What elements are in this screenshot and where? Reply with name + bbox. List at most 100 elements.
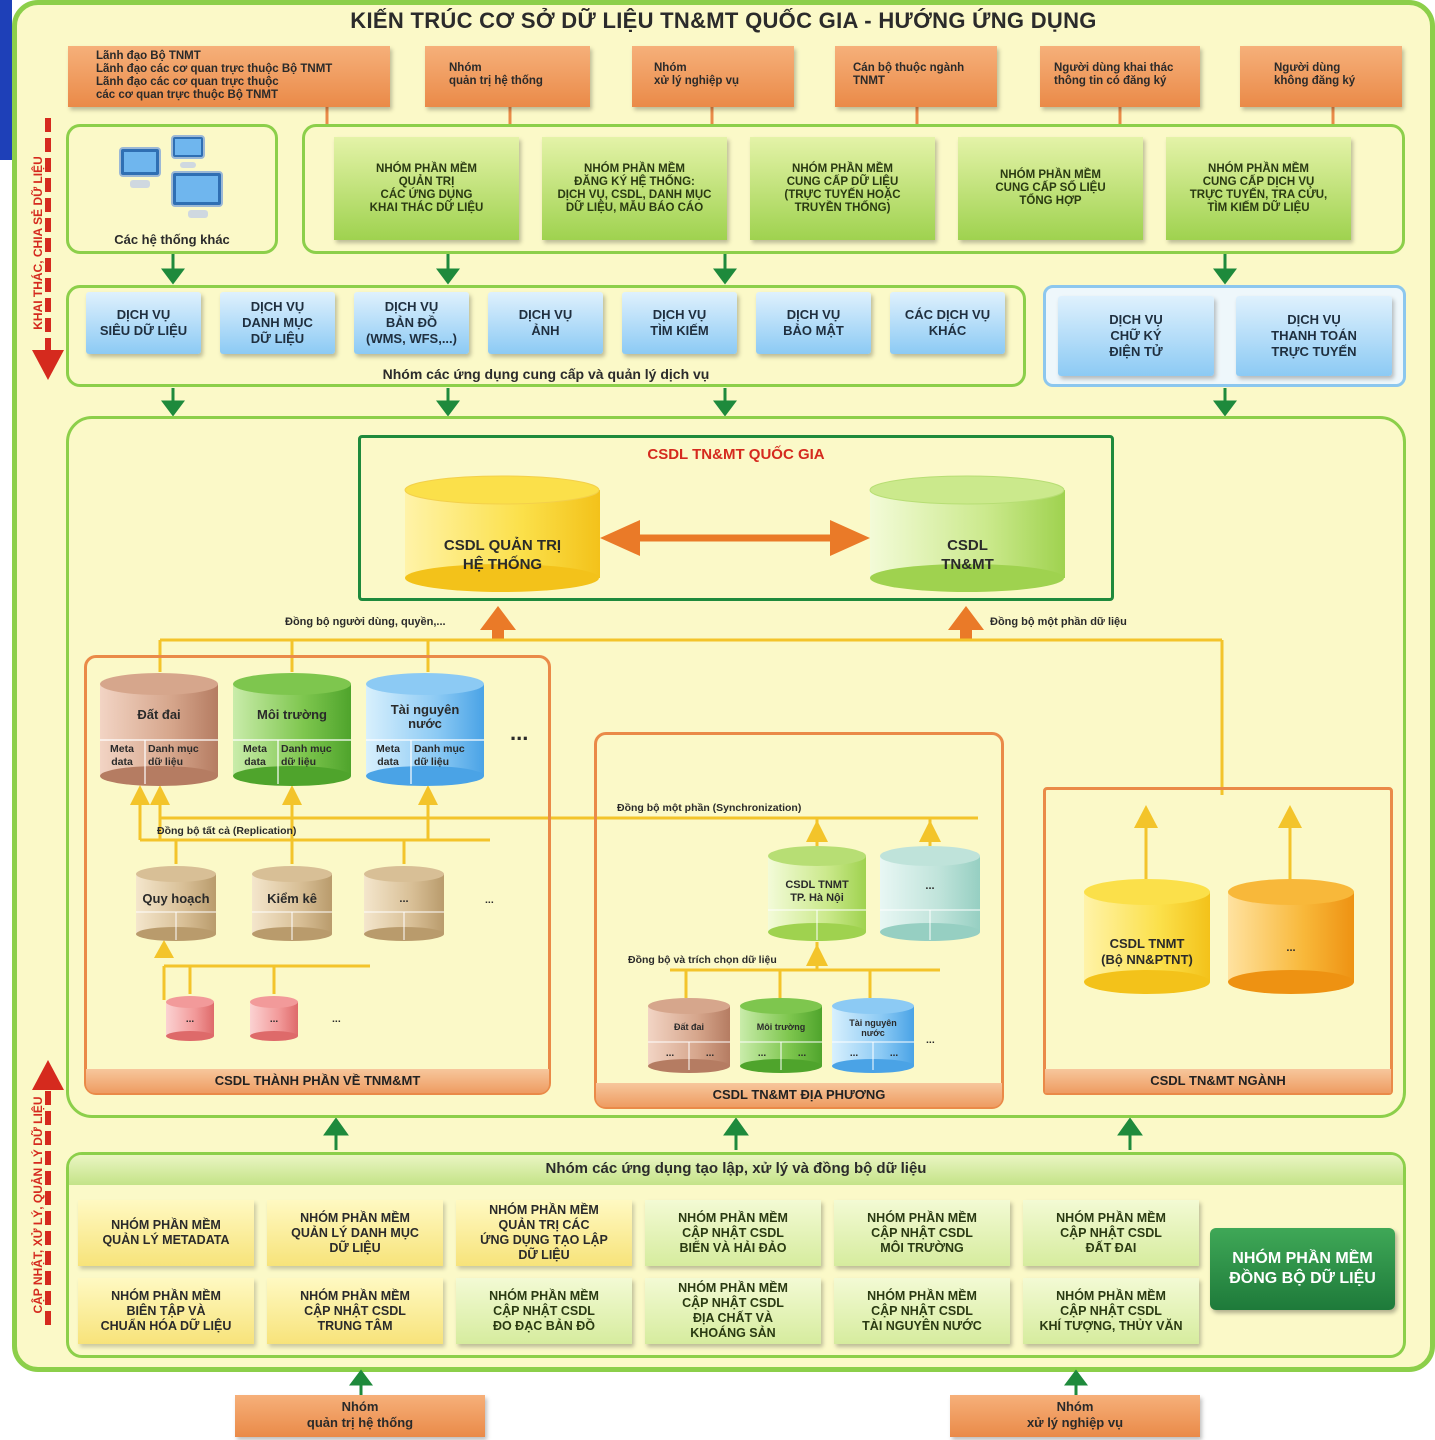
software-system-registration: NHÓM PHẦN MỀM ĐĂNG KÝ HỆ THỐNG: DỊCH VỤ,… [542, 137, 727, 240]
bottom-group-label: Nhóm các ứng dụng tạo lập, xử lý và đồng… [545, 1160, 927, 1177]
other-sub-db-cylinder [364, 866, 444, 941]
sw-water-resources: NHÓM PHẦN MỀM CẬP NHẬT CSDL TÀI NGUYÊN N… [834, 1278, 1010, 1344]
sync-partial-data-label: Đồng bộ một phần dữ liệu [990, 616, 1127, 628]
water-catalog-label: Danh mục dữ liệu [414, 743, 465, 768]
sector-other-db-label: ... [1286, 942, 1296, 954]
local-sync-partial-label: Đồng bộ một phần (Synchronization) [617, 802, 802, 814]
inventory-db-cylinder [252, 866, 332, 941]
tnmt-db-cylinder [869, 475, 1065, 592]
local-land-cell-1: ... [665, 1048, 675, 1059]
land-catalog-label: Danh mục dữ liệu [148, 743, 199, 768]
component-db-panel [84, 655, 551, 1095]
local-db-footer: CSDL TN&MT ĐỊA PHƯƠNG [596, 1083, 1002, 1107]
service-e-signature: DỊCH VỤ CHỮ KÝ ĐIỆN TỬ [1058, 296, 1214, 376]
service-map: DỊCH VỤ BẢN ĐỒ (WMS, WFS,...) [354, 292, 469, 354]
service-catalog: DỊCH VỤ DANH MỤC DỮ LIỆU [220, 292, 335, 354]
local-water-cell-2: ... [889, 1048, 899, 1059]
software-admin-exploit: NHÓM PHẦN MỀM QUẢN TRỊ CÁC ỨNG DỤNG KHAI… [334, 137, 519, 240]
admin-db-cylinder [404, 475, 600, 592]
env-db-label: Môi trường [257, 707, 327, 722]
local-water-cell-1: ... [849, 1048, 859, 1059]
sw-sea-islands: NHÓM PHẦN MỀM CẬP NHẬT CSDL BIỂN VÀ HẢI … [645, 1200, 821, 1266]
small-db-2-cylinder [250, 996, 298, 1041]
local-more-label: ... [926, 1034, 935, 1046]
sync-users-label: Đồng bộ người dùng, quyền,... [285, 616, 446, 628]
service-online-payment: DỊCH VỤ THANH TOÁN TRỰC TUYẾN [1236, 296, 1392, 376]
national-db-title: CSDL TN&MT QUỐC GIA [647, 446, 825, 463]
sector-db-panel [1043, 787, 1393, 1095]
sw-creation-admin: NHÓM PHẦN MỀM QUẢN TRỊ CÁC ỨNG DỤNG TẠO … [456, 1200, 632, 1266]
other-systems-label: Các hệ thống khác [114, 232, 230, 247]
service-other: CÁC DỊCH VỤ KHÁC [890, 292, 1005, 354]
sw-land: NHÓM PHẦN MỀM CẬP NHẬT CSDL ĐẤT ĐAI [1023, 1200, 1199, 1266]
software-data-provision: NHÓM PHẦN MỀM CUNG CẤP DỮ LIỆU (TRỰC TUY… [750, 137, 935, 240]
planning-db-cylinder [136, 866, 216, 941]
local-env-cell-1: ... [757, 1048, 767, 1059]
land-meta-label: Meta data [110, 743, 134, 768]
land-db-cylinder [100, 673, 218, 786]
local-water-label: Tài nguyên nước [849, 1018, 897, 1038]
inventory-db-label: Kiểm kê [267, 891, 317, 906]
small-db-1-cylinder [166, 996, 214, 1041]
sw-environment: NHÓM PHẦN MỀM CẬP NHẬT CSDL MÔI TRƯỜNG [834, 1200, 1010, 1266]
bottom-user-business: Nhóm xử lý nghiệp vụ [950, 1395, 1200, 1437]
user-unregistered: Người dùng không đăng ký [1240, 46, 1402, 107]
core-data-panel [66, 416, 1406, 1118]
edge-strip [0, 0, 12, 160]
small-more-label: ... [332, 1013, 341, 1025]
sw-data-sync: NHÓM PHẦN MỀM ĐỒNG BỘ DỮ LIỆU [1210, 1228, 1395, 1310]
bottom-group-header [69, 1155, 1403, 1185]
planning-db-label: Quy hoạch [142, 891, 210, 906]
env-db-cylinder [233, 673, 351, 786]
local-other-db-cylinder [880, 846, 980, 941]
software-online-services: NHÓM PHẦN MỀM CUNG CẤP DỊCH VỤ TRỰC TUYẾ… [1166, 137, 1351, 240]
local-env-cell-2: ... [797, 1048, 807, 1059]
user-sysadmin-group: Nhóm quản trị hệ thống [425, 46, 590, 107]
sector-other-db-cylinder [1228, 879, 1354, 994]
local-env-db-cylinder [740, 998, 822, 1073]
local-sync-select-label: Đồng bộ và trích chọn dữ liệu [628, 954, 777, 966]
env-meta-label: Meta data [243, 743, 267, 768]
user-leaders: Lãnh đạo Bộ TNMT Lãnh đạo các cơ quan tr… [68, 46, 390, 107]
sw-geology-minerals: NHÓM PHẦN MỀM CẬP NHẬT CSDL ĐỊA CHẤT VÀ … [645, 1278, 821, 1344]
user-tnmt-staff: Cán bộ thuộc ngành TNMT [835, 46, 997, 107]
water-db-label: Tài nguyên nước [390, 702, 460, 731]
agri-db-cylinder [1084, 879, 1210, 994]
sector-db-footer: CSDL TN&MT NGÀNH [1045, 1069, 1391, 1093]
user-registered: Người dùng khai thác thông tin có đăng k… [1040, 46, 1200, 107]
env-catalog-label: Danh mục dữ liệu [281, 743, 332, 768]
component-db-footer: CSDL THÀNH PHẦN VỀ TNM&MT [86, 1069, 549, 1093]
user-business-group: Nhóm xử lý nghiệp vụ [632, 46, 794, 107]
small-db-2-label: ... [269, 1014, 279, 1025]
other-systems-panel [66, 124, 278, 254]
admin-db-label: CSDL QUẢN TRỊ HỆ THỐNG [443, 537, 562, 573]
service-image: DỊCH VỤ ẢNH [488, 292, 603, 354]
sw-survey-mapping: NHÓM PHẦN MỀM CẬP NHẬT CSDL ĐO ĐẠC BẢN Đ… [456, 1278, 632, 1344]
sw-data-catalog: NHÓM PHẦN MỀM QUẢN LÝ DANH MỤC DỮ LIỆU [267, 1200, 443, 1266]
sw-hydrometeorology: NHÓM PHẦN MỀM CẬP NHẬT CSDL KHÍ TƯỢNG, T… [1023, 1278, 1199, 1344]
service-metadata: DỊCH VỤ SIÊU DỮ LIỆU [86, 292, 201, 354]
tnmt-db-label: CSDL TN&MT [941, 537, 994, 573]
water-meta-label: Meta data [376, 743, 400, 768]
page-title: KIẾN TRÚC CƠ SỞ DỮ LIỆU TN&MT QUỐC GIA -… [350, 8, 1097, 33]
sub-more-label: ... [485, 894, 494, 906]
water-db-cylinder [366, 673, 484, 786]
small-db-1-label: ... [185, 1014, 195, 1025]
hanoi-db-label: CSDL TNMT TP. Hà Nội [785, 879, 849, 904]
land-db-label: Đất đai [137, 707, 181, 722]
local-land-cell-2: ... [705, 1048, 715, 1059]
agri-db-label: CSDL TNMT (Bộ NN&PTNT) [1101, 936, 1193, 967]
local-land-db-cylinder [648, 998, 730, 1073]
replication-label: Đồng bộ tất cả (Replication) [157, 825, 297, 837]
computers-icon [112, 132, 232, 222]
bottom-software-panel [66, 1152, 1406, 1358]
bottom-user-sysadmin: Nhóm quản trị hệ thống [235, 1395, 485, 1437]
local-water-db-cylinder [832, 998, 914, 1073]
component-more-dbs: ... [510, 720, 529, 745]
software-aggregate-stats: NHÓM PHẦN MỀM CUNG CẤP SỐ LIỆU TỔNG HỢP [958, 137, 1143, 240]
service-search: DỊCH VỤ TÌM KIẾM [622, 292, 737, 354]
local-land-label: Đất đai [673, 1022, 704, 1032]
local-other-db-label: ... [925, 880, 935, 892]
sw-central: NHÓM PHẦN MỀM CẬP NHẬT CSDL TRUNG TÂM [267, 1278, 443, 1344]
